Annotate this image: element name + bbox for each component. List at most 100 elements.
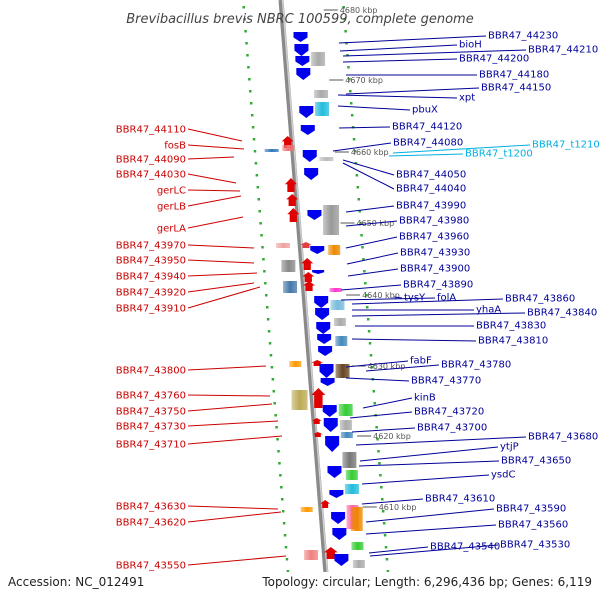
gene-name[interactable]: BBR47_43530: [500, 540, 570, 551]
left-gene-label[interactable]: BBR47_43620: [116, 511, 282, 529]
gene-name[interactable]: BBR47_44120: [392, 122, 462, 133]
gene-name[interactable]: kinB: [414, 393, 436, 404]
right-gene-label[interactable]: BBR47_t1210: [392, 140, 600, 154]
right-gene-arrow[interactable]: [312, 270, 325, 274]
left-strand-features[interactable]: [264, 136, 338, 560]
left-gene-label[interactable]: BBR47_43800: [116, 366, 267, 377]
left-gene-label[interactable]: BBR47_43630: [116, 502, 279, 513]
right-gene-label[interactable]: BBR47_43860: [351, 294, 575, 305]
right-gene-label[interactable]: pbuX: [337, 105, 438, 116]
right-gene-arrow[interactable]: [327, 466, 342, 478]
right-gene-label[interactable]: BBR47_43900: [347, 264, 470, 277]
right-gene-arrow[interactable]: [314, 296, 329, 308]
right-gene-label[interactable]: BBR47_43780: [365, 360, 511, 372]
right-feature-box[interactable]: [351, 542, 364, 550]
right-gene-label[interactable]: BBR47_44080: [332, 138, 463, 152]
gene-name[interactable]: BBR47_43550: [116, 561, 186, 572]
gene-name[interactable]: BBR47_43700: [417, 423, 487, 434]
left-feature-box[interactable]: [289, 361, 302, 367]
right-feature-box[interactable]: [342, 452, 357, 468]
gene-name[interactable]: BBR47_43730: [116, 422, 186, 433]
gene-name[interactable]: BBR47_43800: [116, 366, 186, 377]
right-gene-label[interactable]: BBR47_43810: [351, 336, 548, 347]
gene-name[interactable]: gerLA: [157, 224, 186, 235]
gene-name[interactable]: BBR47_43540: [430, 542, 500, 553]
gene-name[interactable]: BBR47_43560: [498, 520, 568, 531]
right-feature-box[interactable]: [352, 560, 365, 568]
gene-name[interactable]: ytjP: [500, 442, 519, 453]
gene-name[interactable]: BBR47_44030: [116, 170, 186, 181]
right-feature-box[interactable]: [314, 90, 329, 98]
left-gene-arrow[interactable]: [323, 547, 338, 559]
right-gene-arrow[interactable]: [318, 346, 333, 356]
right-feature-box[interactable]: [338, 404, 353, 416]
right-gene-label[interactable]: BBR47_43770: [345, 376, 481, 387]
left-gene-label[interactable]: gerLB: [157, 195, 242, 213]
right-gene-arrow[interactable]: [319, 364, 334, 378]
right-gene-arrow[interactable]: [323, 418, 338, 432]
gene-name[interactable]: BBR47_43860: [505, 294, 575, 305]
left-gene-arrow[interactable]: [284, 178, 297, 192]
right-gene-label[interactable]: BBR47_43650: [358, 456, 571, 467]
gene-name[interactable]: BBR47_43610: [425, 494, 495, 505]
right-gene-label[interactable]: xpt: [337, 93, 475, 104]
gene-name[interactable]: BBR47_44210: [528, 45, 598, 56]
right-gene-label[interactable]: folA: [340, 293, 456, 304]
gene-name[interactable]: BBR47_43630: [116, 502, 186, 513]
right-feature-box[interactable]: [311, 52, 326, 66]
left-gene-label[interactable]: BBR47_44110: [116, 125, 243, 142]
gene-name[interactable]: BBR47_t1210: [532, 140, 600, 151]
right-feature-box[interactable]: [350, 507, 363, 531]
gene-name[interactable]: BBR47_43950: [116, 256, 186, 267]
right-gene-arrow[interactable]: [315, 308, 330, 320]
gene-name[interactable]: BBR47_43780: [441, 360, 511, 371]
gene-name[interactable]: BBR47_44180: [479, 70, 549, 81]
right-gene-arrow[interactable]: [325, 436, 340, 452]
gene-name[interactable]: xpt: [459, 93, 475, 104]
gene-name[interactable]: BBR47_43960: [399, 232, 469, 243]
gene-name[interactable]: BBR47_44230: [488, 31, 558, 42]
right-gene-label[interactable]: BBR47_44040: [342, 162, 466, 195]
right-gene-label[interactable]: fabF: [345, 356, 432, 368]
left-gene-label[interactable]: fosB: [164, 141, 245, 152]
gene-name[interactable]: BBR47_44080: [393, 138, 463, 149]
right-gene-label[interactable]: BBR47_43980: [345, 216, 469, 227]
left-feature-box[interactable]: [264, 149, 279, 152]
right-feature-box[interactable]: [335, 364, 350, 378]
left-gene-label[interactable]: BBR47_43970: [116, 241, 255, 252]
right-gene-label[interactable]: BBR47_43830: [355, 321, 546, 332]
gene-name[interactable]: BBR47_44150: [481, 83, 551, 94]
left-gene-arrow[interactable]: [303, 281, 316, 291]
left-gene-label[interactable]: gerLC: [157, 186, 241, 197]
left-gene-arrow[interactable]: [311, 388, 326, 408]
gene-name[interactable]: BBR47_43810: [478, 336, 548, 347]
gene-name[interactable]: BBR47_43930: [400, 248, 470, 259]
left-gene-label[interactable]: BBR47_43760: [116, 391, 271, 402]
left-gene-arrow[interactable]: [301, 258, 314, 270]
right-gene-label[interactable]: BBR47_43930: [346, 248, 470, 265]
right-gene-arrow[interactable]: [329, 490, 344, 498]
left-gene-label[interactable]: BBR47_43750: [116, 403, 273, 418]
gene-name[interactable]: bioH: [459, 40, 482, 51]
right-feature-box[interactable]: [340, 432, 353, 438]
right-strand-features[interactable]: [293, 32, 365, 568]
right-gene-arrow[interactable]: [302, 150, 317, 162]
right-gene-label[interactable]: BBR47_44120: [338, 122, 462, 133]
right-gene-label[interactable]: kinB: [362, 393, 436, 409]
left-feature-box[interactable]: [283, 281, 298, 293]
left-feature-box[interactable]: [276, 243, 291, 248]
right-gene-label[interactable]: BBR47_43560: [365, 520, 568, 535]
left-feature-box[interactable]: [282, 145, 295, 151]
gene-name[interactable]: fabF: [410, 356, 432, 367]
gene-name[interactable]: BBR47_43890: [403, 280, 473, 291]
right-gene-label[interactable]: BBR47_43610: [361, 494, 495, 505]
right-feature-box[interactable]: [314, 102, 329, 116]
gene-name[interactable]: BBR47_43750: [116, 407, 186, 418]
right-gene-arrow[interactable]: [320, 378, 335, 386]
right-feature-box[interactable]: [329, 288, 342, 292]
gene-name[interactable]: BBR47_43770: [411, 376, 481, 387]
right-gene-arrow[interactable]: [294, 44, 309, 56]
left-gene-label[interactable]: BBR47_43730: [116, 420, 279, 433]
